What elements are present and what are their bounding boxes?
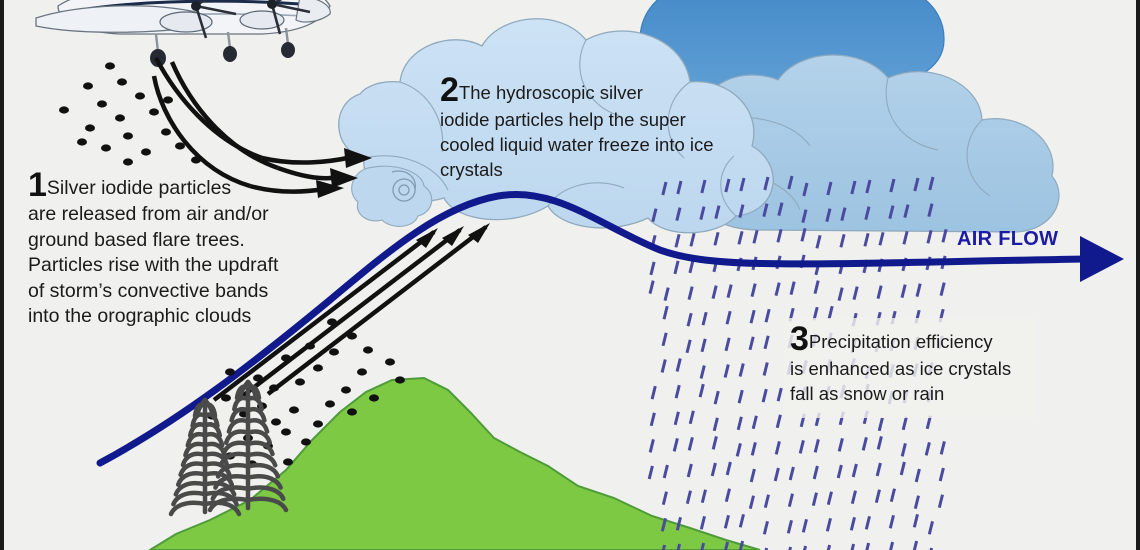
left-border — [0, 0, 4, 550]
right-border — [1136, 0, 1140, 550]
step-2-number: 2 — [440, 71, 459, 109]
mountain-shape — [148, 376, 761, 550]
air-flow-label: AIR FLOW — [957, 228, 1059, 250]
callout-step-2: 2The hydroscopic silver iodide particles… — [440, 73, 740, 182]
seeding-aircraft — [35, 0, 331, 67]
airflow-curve — [96, 191, 1090, 467]
airflow-arrowhead — [1080, 236, 1124, 282]
updraft-arrowheads — [416, 223, 490, 248]
seeding-arrows — [151, 56, 279, 189]
seeding-arrowheads — [316, 148, 372, 198]
step-3-text: is enhanced as ice crystals fall as snow… — [790, 358, 1012, 404]
callout-step-3: 3Precipitation efficiency is enhanced as… — [784, 318, 1036, 418]
silver-iodide-particles — [59, 62, 201, 166]
callout-step-1: 1Silver iodide particles are released fr… — [28, 168, 283, 330]
step-1-first-line: Silver iodide particles — [46, 177, 232, 199]
step-3-number: 3 — [790, 320, 809, 358]
step-3-first-line: Precipitation efficiency — [808, 331, 993, 352]
cloud-light-front — [338, 18, 774, 234]
updraft-arrows — [212, 225, 488, 402]
step-2-first-line: The hydroscopic silver — [458, 82, 643, 103]
cloud-lobe-spiral — [351, 165, 433, 227]
step-2-text: iodide particles help the super cooled l… — [440, 109, 714, 180]
step-1-text: are released from air and/or ground base… — [28, 203, 279, 327]
step-1-number: 1 — [28, 166, 47, 204]
